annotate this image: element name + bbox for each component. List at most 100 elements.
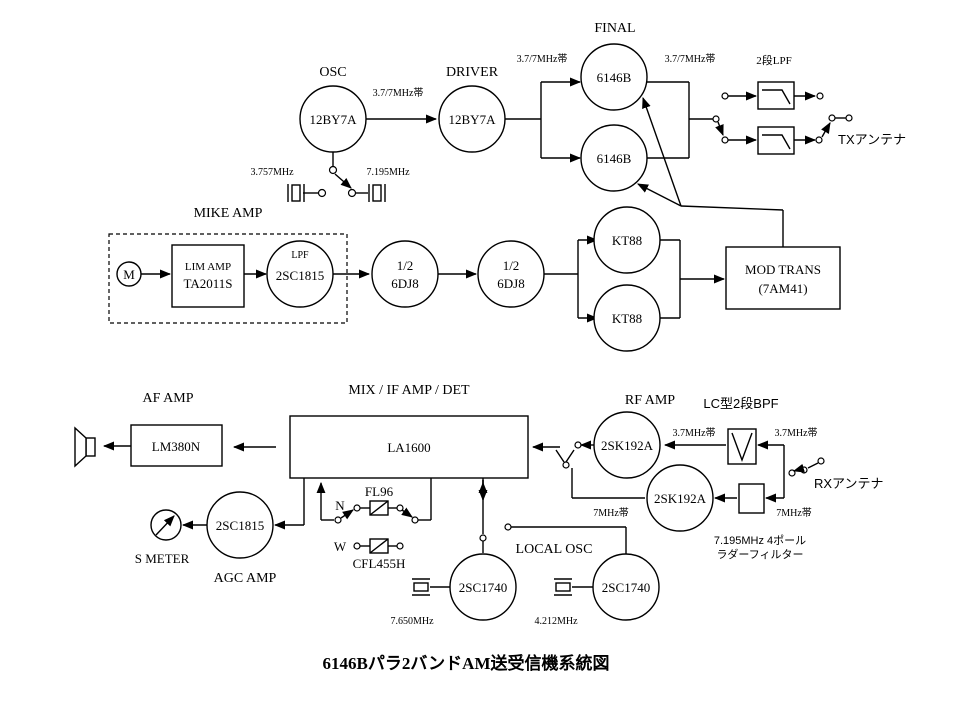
final-band-in-label: 3.7/7MHz帯 xyxy=(517,52,568,65)
lpf-2-icon xyxy=(757,126,795,155)
ladder-filter-box xyxy=(738,483,765,514)
osc-switch-blade xyxy=(334,173,352,189)
filter-w-label: W xyxy=(334,539,347,554)
rf-sw-common xyxy=(562,461,570,469)
rf-amp-2-circle xyxy=(646,464,714,532)
local-section-label: LOCAL OSC xyxy=(516,542,593,557)
mod-out-bus xyxy=(680,205,784,211)
mix-section-label: MIX / IF AMP / DET xyxy=(348,383,470,398)
diagram-title: 6146Bパラ2バンドAM送受信機系統図 xyxy=(322,653,609,673)
osc-tube-label: 12BY7A xyxy=(310,112,358,127)
speaker-icon xyxy=(74,426,96,468)
mod-driver-1-line2: 6DJ8 xyxy=(391,276,418,291)
mod-driver-2-circle xyxy=(477,240,545,308)
filter-sw-right-w xyxy=(396,542,404,550)
filter-sw-right-common xyxy=(411,516,419,524)
filter-narrow-icon xyxy=(360,500,397,516)
mike-section-label: MIKE AMP xyxy=(194,206,263,221)
osc-section-label: OSC xyxy=(319,65,346,80)
lim-amp-box xyxy=(171,244,245,308)
rx-antenna-terminal xyxy=(817,457,825,465)
mike-lpf-tr: 2SC1815 xyxy=(276,268,324,283)
rf-sw-contact-1 xyxy=(574,441,582,449)
kt88-1-label: KT88 xyxy=(612,233,642,248)
rf-amp-1-circle xyxy=(593,411,661,479)
rf-amp-2-label: 2SK192A xyxy=(654,491,707,506)
xtal-4212-label: 4.212MHz xyxy=(534,616,578,627)
lim-amp-ic: TA2011S xyxy=(183,276,232,291)
xtal-3757-icon xyxy=(287,184,318,202)
ant-switch-contact xyxy=(815,136,823,144)
final-tube-1-label: 6146B xyxy=(597,70,632,85)
filter-n-label: N xyxy=(335,498,345,513)
mod-to-final-2-arrow xyxy=(637,183,682,207)
rx-antenna-label: RXアンテナ xyxy=(814,476,884,491)
lpf-switch-blade xyxy=(715,121,724,137)
filter-sw-left-w xyxy=(353,542,361,550)
lpf-switch-common xyxy=(712,115,720,123)
local-osc-2-label: 2SC1740 xyxy=(602,580,650,595)
rx-ant-sw-blade xyxy=(792,463,805,473)
filter-sw-left-n xyxy=(353,504,361,512)
bpf-icon xyxy=(727,428,757,465)
lpf1-out-terminal xyxy=(816,92,824,100)
mod-trans-box xyxy=(725,246,841,310)
tx-antenna-terminal xyxy=(845,114,853,122)
driver-section-label: DRIVER xyxy=(446,65,499,80)
ant-switch-blade xyxy=(821,122,831,138)
rx-section: MIX / IF AMP / DET LA1600 AF AMP LM380N … xyxy=(74,383,884,627)
rf-section-label: RF AMP xyxy=(625,393,675,408)
tx-section: OSC 12BY7A 3.7/7MHz帯 3.757MHz 7.195MHz D… xyxy=(108,21,906,352)
final-section-label: FINAL xyxy=(594,21,635,36)
osc-band-label: 3.7/7MHz帯 xyxy=(373,86,424,99)
la1600-box xyxy=(289,415,529,479)
final-tube-2-label: 6146B xyxy=(597,151,632,166)
rx-ant-sw-contact xyxy=(800,466,808,474)
local-sw-contact-1 xyxy=(479,534,487,542)
rf-sw-blade-b xyxy=(565,449,575,463)
rf-sw-blade-a xyxy=(555,449,565,463)
rf-amp-1-label: 2SK192A xyxy=(601,438,654,453)
lm380-label: LM380N xyxy=(152,439,201,454)
xtal-7650-icon xyxy=(412,578,450,596)
s-meter-icon xyxy=(150,509,182,541)
la1600-label: LA1600 xyxy=(387,440,430,455)
lpf-switch-contact xyxy=(721,136,729,144)
bpf-label: LC型2段BPF xyxy=(703,396,778,411)
lpf-1-icon xyxy=(757,81,795,110)
rf-band1-out-label: 3.7MHz帯 xyxy=(774,426,817,439)
mod-to-final-1-arrow xyxy=(642,96,682,207)
filter-wide-label: CFL455H xyxy=(353,556,406,571)
rx-antenna-line xyxy=(807,462,819,469)
mod-trans-line1: MOD TRANS xyxy=(745,262,821,277)
osc-switch-contact-1 xyxy=(317,188,327,198)
local-sw-contact-2 xyxy=(504,523,512,531)
mod-trans-line2: (7AM41) xyxy=(758,281,807,296)
mic-label: M xyxy=(123,267,135,282)
local-osc-1-label: 2SC1740 xyxy=(459,580,507,595)
filter-narrow-label: FL96 xyxy=(365,484,394,499)
xtal-7195-icon xyxy=(356,184,386,202)
xtal-7650-label: 7.650MHz xyxy=(390,616,434,627)
rf-band2-out-label: 7MHz帯 xyxy=(593,506,629,519)
lm380-box xyxy=(130,424,223,467)
mike-amp-group xyxy=(108,233,348,324)
final-band-out-label: 3.7/7MHz帯 xyxy=(665,52,716,65)
xtal-7195-label: 7.195MHz xyxy=(366,167,410,178)
osc-switch-contact-2 xyxy=(347,188,357,198)
xtal-3757-label: 3.757MHz xyxy=(250,167,294,178)
filter-sw-left-blade xyxy=(340,509,354,520)
s-meter-label: S METER xyxy=(135,551,190,566)
ladder-line2: ラダーフィルター xyxy=(716,547,803,561)
lpf-label: 2段LPF xyxy=(756,53,791,67)
mod-driver-2-line1: 1/2 xyxy=(503,258,520,273)
lim-amp-label: LIM AMP xyxy=(185,261,231,273)
rf-band2-in-label: 7MHz帯 xyxy=(776,506,812,519)
ant-switch-common xyxy=(828,114,836,122)
agc-section-label: AGC AMP xyxy=(214,571,277,586)
driver-tube-label: 12BY7A xyxy=(449,112,497,127)
filter-sw-right-blade xyxy=(401,507,413,518)
xtal-4212-icon xyxy=(554,578,593,596)
mod-driver-2-line2: 6DJ8 xyxy=(497,276,524,291)
